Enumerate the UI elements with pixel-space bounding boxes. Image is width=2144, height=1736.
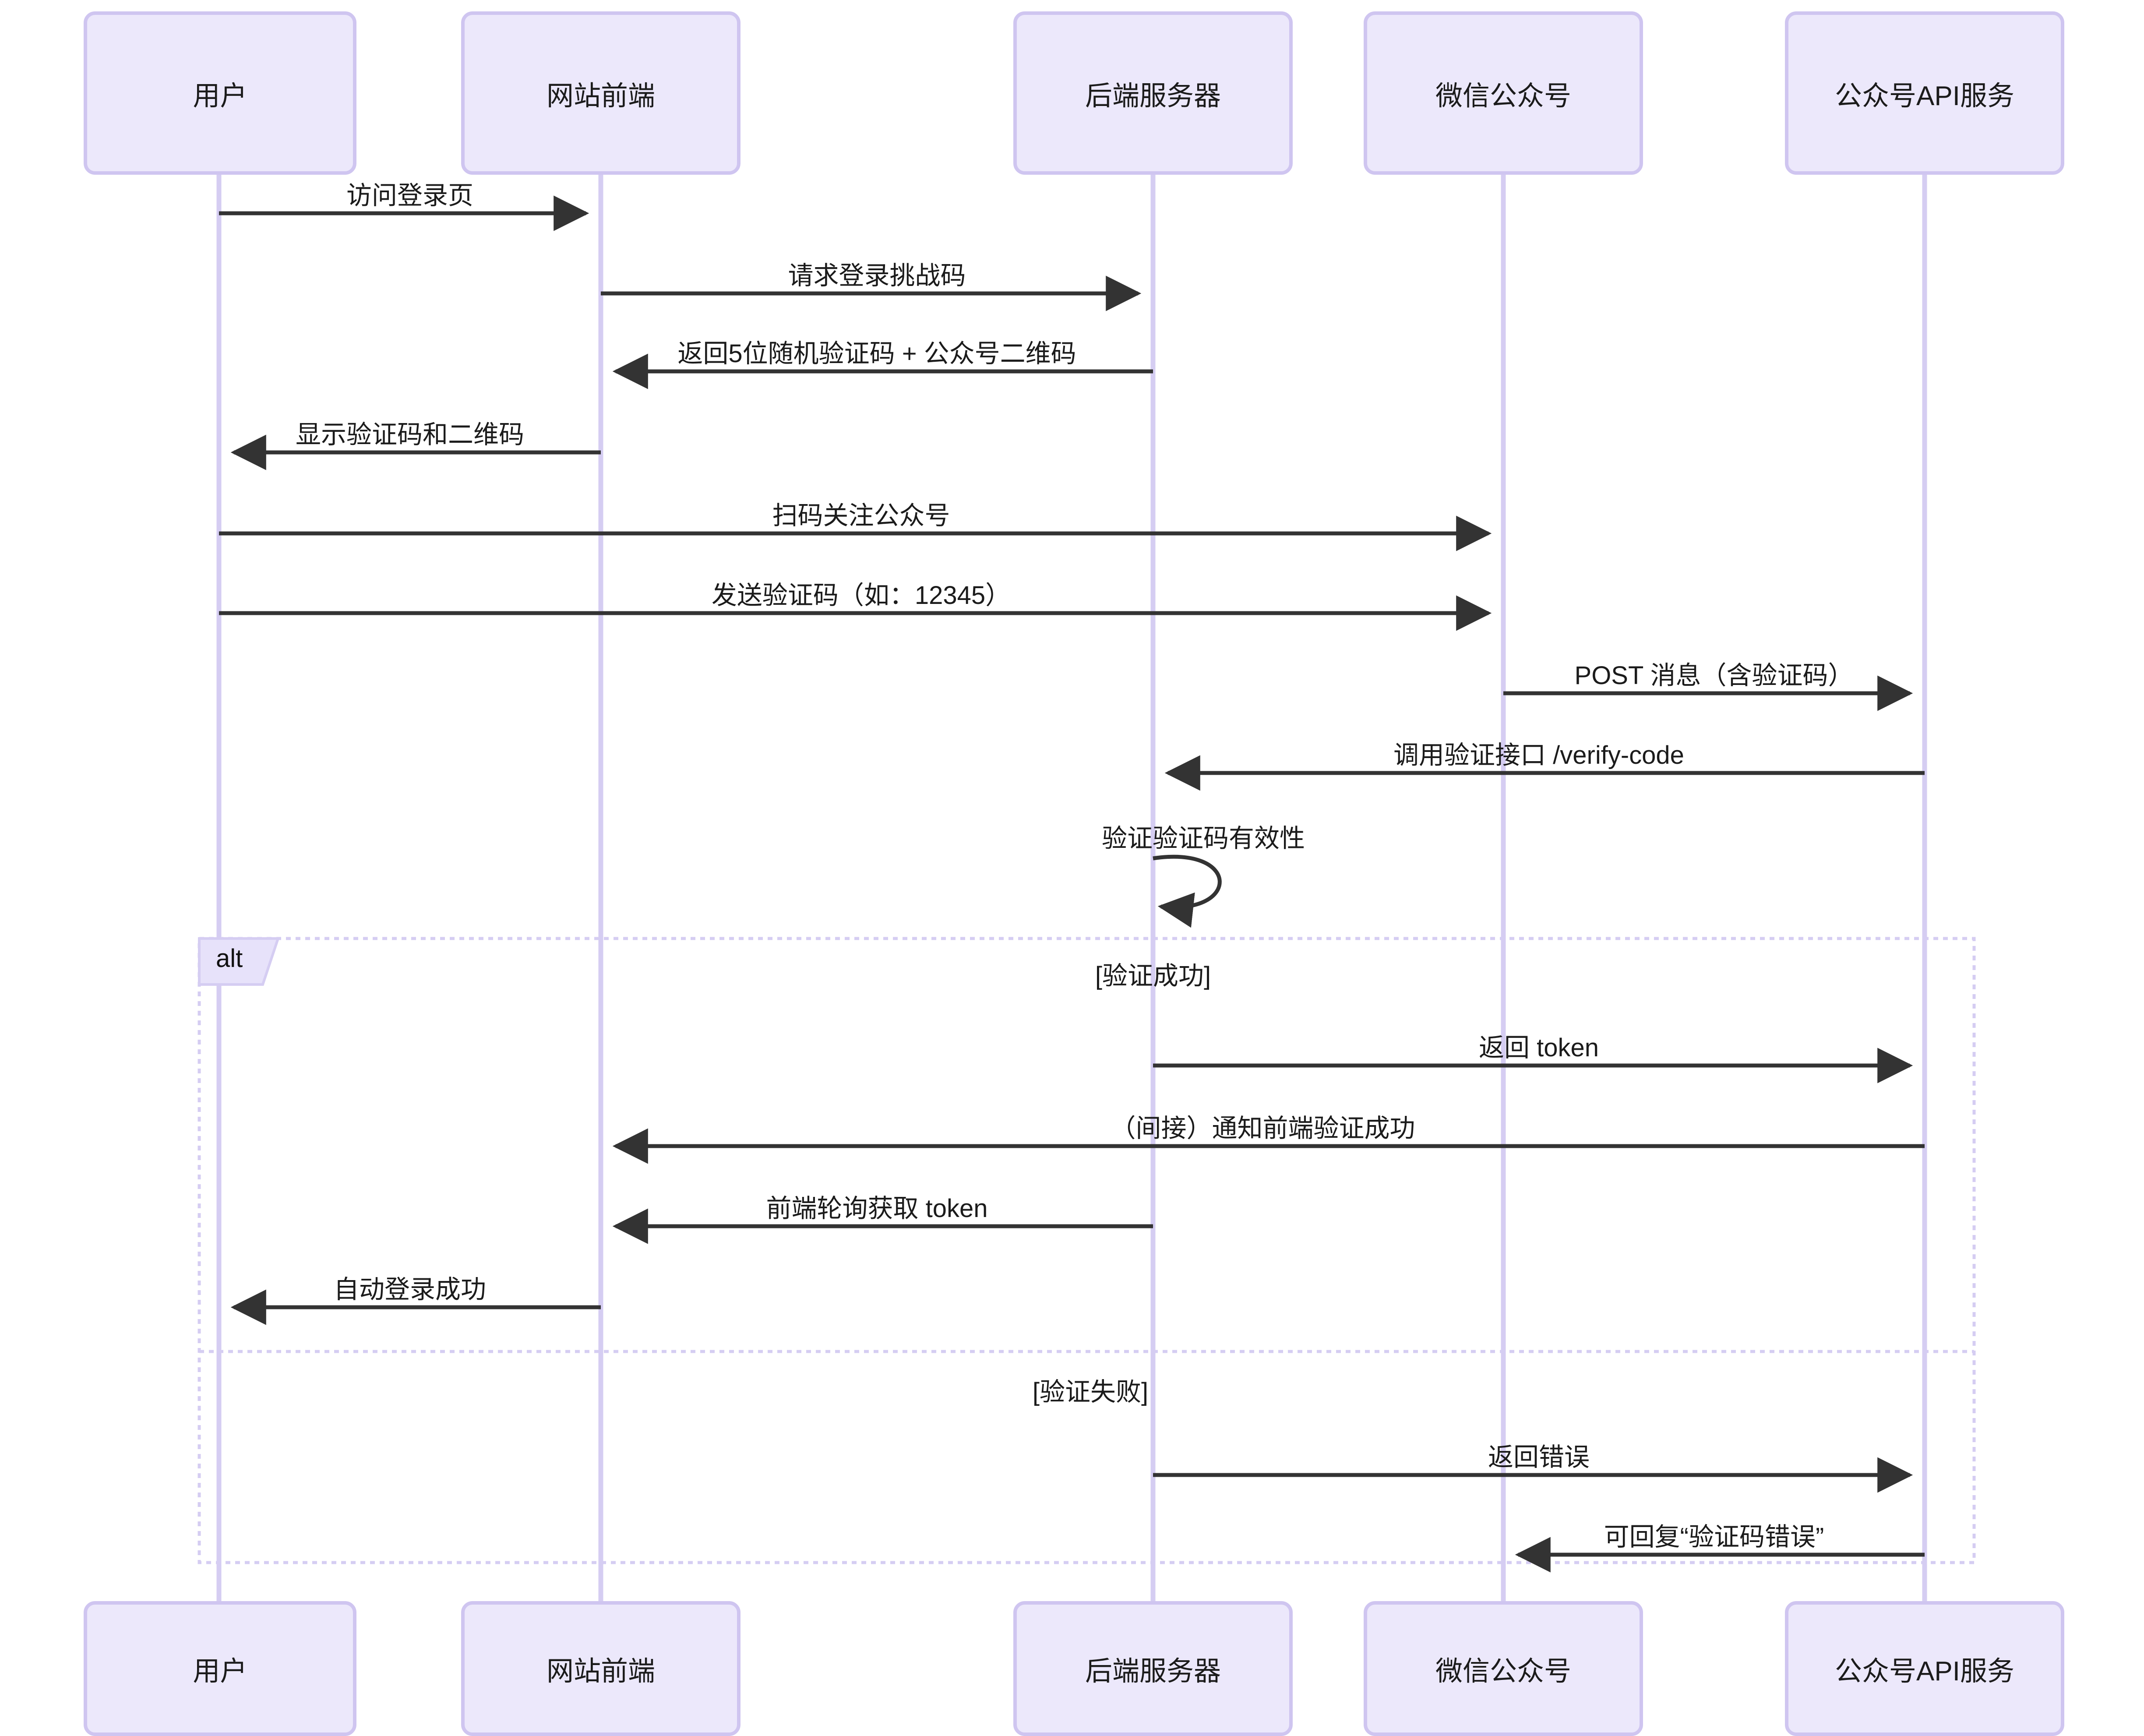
message-label-2: 请求登录挑战码	[788, 261, 966, 290]
lifelines-group	[216, 173, 1927, 1603]
participant-box-bottom-api[interactable]	[1785, 1601, 2064, 1736]
participant-box-top-backend[interactable]	[1013, 11, 1293, 175]
message-label-4: 显示验证码和二维码	[295, 420, 525, 449]
message-label-12: 前端轮询获取 token	[766, 1194, 988, 1223]
message-label-7: POST 消息（含验证码）	[1574, 661, 1854, 690]
message-label-9: 验证验证码有效性	[1101, 824, 1305, 853]
participant-box-top-wechat[interactable]	[1364, 11, 1643, 175]
participant-box-top-web[interactable]	[461, 11, 741, 175]
message-label-13: 自动登录成功	[333, 1275, 487, 1304]
participant-box-bottom-backend[interactable]	[1013, 1601, 1293, 1736]
alt-keyword-label: alt	[216, 944, 243, 973]
message-arrow-9[interactable]	[1153, 854, 1222, 928]
message-label-3: 返回5位随机验证码 + 公众号二维码	[677, 339, 1076, 368]
alt-frame	[197, 937, 1976, 1564]
alt-branch-condition-1: [验证成功]	[1095, 962, 1211, 990]
participant-boxes-top	[84, 11, 2064, 175]
participant-boxes-bottom	[84, 1601, 2064, 1736]
message-label-5: 扫码关注公众号	[772, 501, 950, 530]
message-label-10: 返回 token	[1479, 1034, 1599, 1062]
message-label-15: 可回复“验证码错误”	[1604, 1523, 1824, 1551]
participant-box-top-api[interactable]	[1785, 11, 2064, 175]
alt-branch-condition-2: [验证失败]	[1032, 1378, 1149, 1406]
message-label-11: （间接）通知前端验证成功	[1110, 1114, 1415, 1143]
participant-box-bottom-wechat[interactable]	[1364, 1601, 1643, 1736]
message-arrows-group	[219, 195, 1925, 1573]
message-label-6: 发送验证码（如：12345）	[711, 581, 1011, 610]
alt-keyword-tab	[198, 937, 280, 986]
alt-frame-group	[197, 937, 1976, 1564]
message-label-1: 访问登录页	[346, 181, 474, 210]
participant-box-top-user[interactable]	[84, 11, 356, 175]
message-label-8: 调用验证接口 /verify-code	[1393, 741, 1684, 769]
message-label-14: 返回错误	[1488, 1443, 1590, 1471]
participant-box-bottom-user[interactable]	[84, 1601, 356, 1736]
participant-box-bottom-web[interactable]	[461, 1601, 741, 1736]
